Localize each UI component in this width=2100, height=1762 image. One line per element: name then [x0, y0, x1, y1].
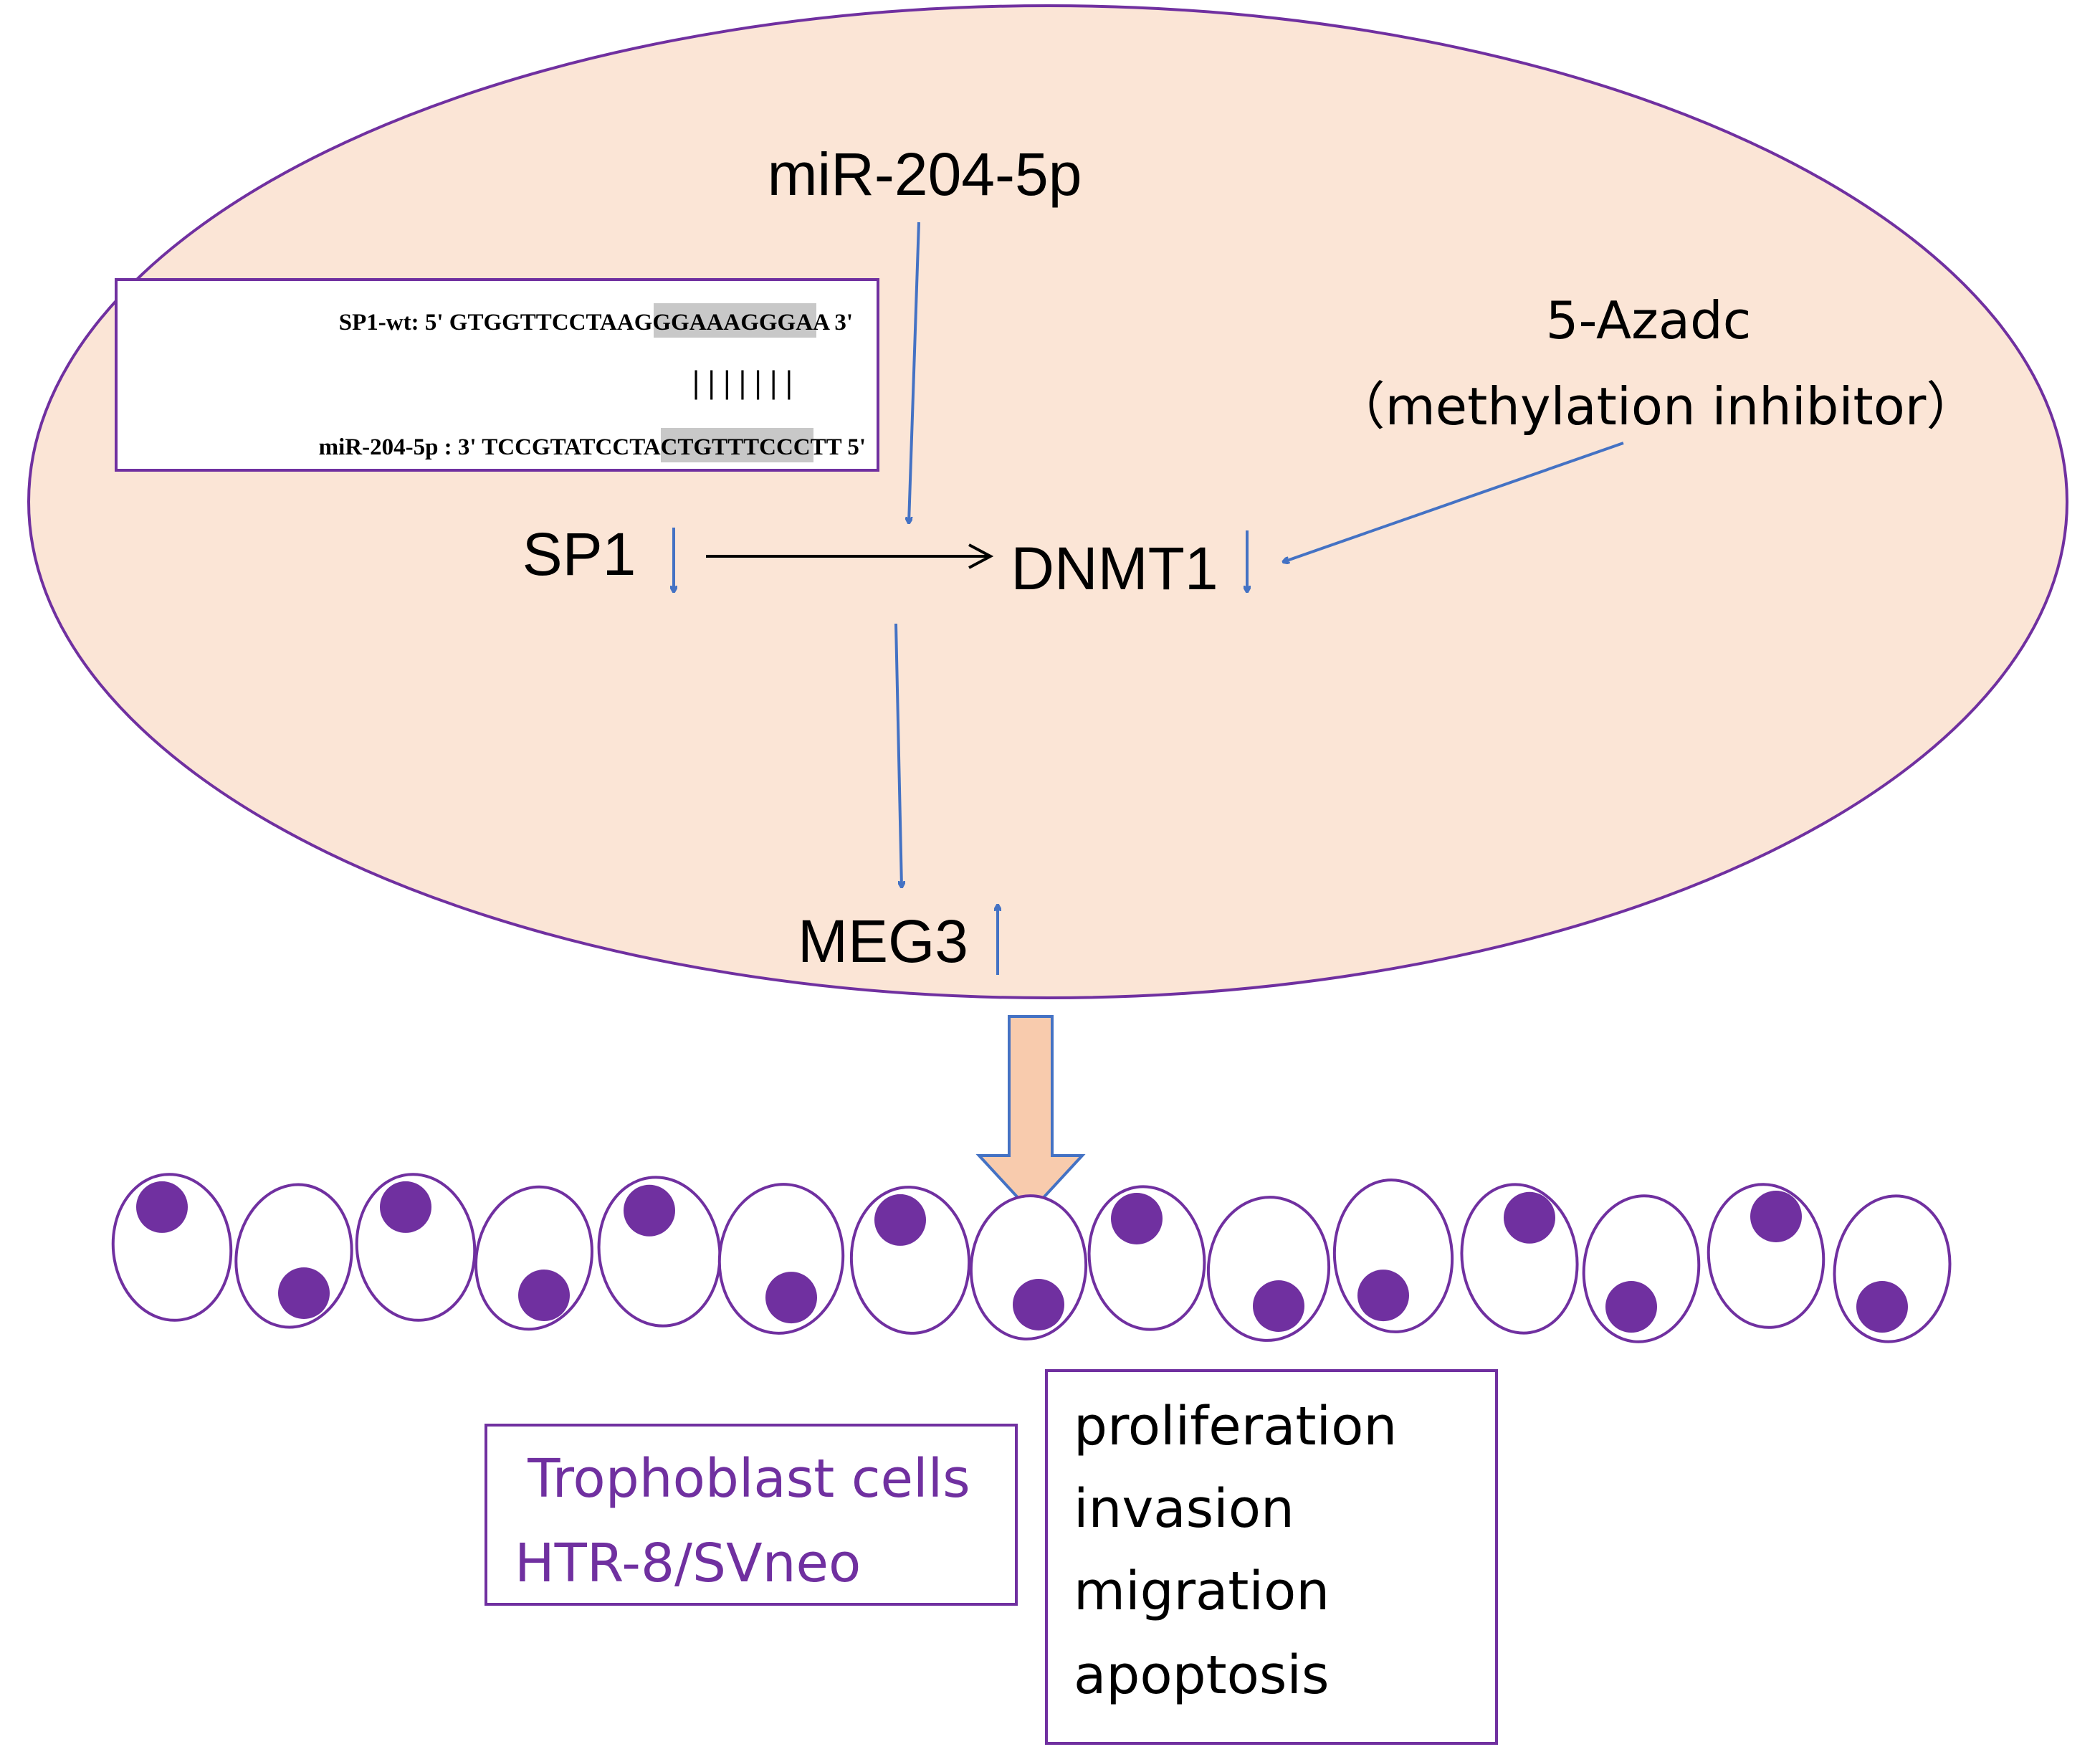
bottom-seq-prefix: miR-204-5p : 3' TCCGTATCCTACTG: [319, 434, 712, 460]
effect-proliferation: proliferation: [1074, 1396, 1397, 1457]
cell-nucleus: [380, 1181, 431, 1233]
cell-nucleus: [1013, 1279, 1064, 1330]
pair-lines: | | | | | | |: [692, 363, 793, 400]
bottom-seq-suffix: T 5': [826, 434, 866, 460]
effects-box: proliferation invasion migration apoptos…: [1045, 1369, 1498, 1745]
bottom-seed-highlight: [661, 428, 813, 462]
big-down-arrow: [975, 1015, 1086, 1214]
label-meg3: MEG3: [798, 908, 968, 975]
trophoblast-cell-row: [111, 1173, 1952, 1343]
arrow-dnmt1-to-meg3: [894, 623, 902, 887]
label-5-azadc: 5-Azadc: [1546, 290, 1752, 351]
trophoblast-line1: Trophoblast cells: [527, 1448, 970, 1510]
effect-apoptosis: apoptosis: [1074, 1644, 1330, 1706]
cell-nucleus: [765, 1272, 817, 1324]
cell-nucleus: [1357, 1270, 1409, 1322]
trophoblast-line2: HTR-8/SVneo: [515, 1533, 861, 1594]
cell-nucleus: [1253, 1280, 1304, 1332]
label-dnmt1: DNMT1: [1011, 535, 1218, 602]
sequence-alignment-box: SP1-wt: 5' GTGGTTCCTAAGGGAAAGGGAA 3' | |…: [115, 278, 879, 472]
cell-nucleus: [1856, 1281, 1908, 1333]
cell-nucleus: [1111, 1193, 1163, 1244]
effect-invasion: invasion: [1074, 1478, 1294, 1540]
arrow-mir-to-dnmt1: [909, 222, 920, 523]
cell-nucleus: [874, 1194, 926, 1246]
top-seed-highlight: [654, 303, 816, 338]
arrow-azadc-to-dnmt1: [1283, 442, 1624, 562]
arrow-sp1-to-dnmt1-head: [968, 543, 994, 569]
top-seq-prefix: SP1-wt: 5' GTGGTTCCTAAGGG: [339, 310, 689, 335]
label-mir-204-5p: miR-204-5p: [768, 141, 1082, 208]
cell-nucleus: [136, 1181, 188, 1233]
cell-nucleus: [1504, 1191, 1555, 1244]
bottom-seq-seed: TTTCCCT: [712, 434, 826, 460]
cell-nucleus: [1605, 1281, 1657, 1333]
trophoblast-box: Trophoblast cells HTR-8/SVneo: [485, 1424, 1018, 1606]
top-seq-suffix: A 3': [813, 310, 853, 335]
svg-text:SP1-wt: 5' GTGGTTCCTAAGGGAAAGG: SP1-wt: 5' GTGGTTCCTAAGGGAAAGGGAA 3': [339, 310, 853, 335]
cell-nucleus: [518, 1270, 570, 1321]
top-seq-seed: AAAGGGA: [689, 310, 813, 335]
cell-ellipse: [27, 4, 2068, 999]
cell-nucleus: [1750, 1191, 1802, 1242]
effect-migration: migration: [1074, 1561, 1330, 1622]
cell-nucleus: [278, 1267, 330, 1319]
label-sp1: SP1: [522, 520, 636, 588]
label-methylation-inhibitor: （methylation inhibitor）: [1334, 376, 1978, 437]
svg-text:miR-204-5p : 3' TCCGTATCCTACTG: miR-204-5p : 3' TCCGTATCCTACTGTTTCCCTT 5…: [319, 434, 866, 460]
cell-nucleus: [624, 1184, 675, 1237]
